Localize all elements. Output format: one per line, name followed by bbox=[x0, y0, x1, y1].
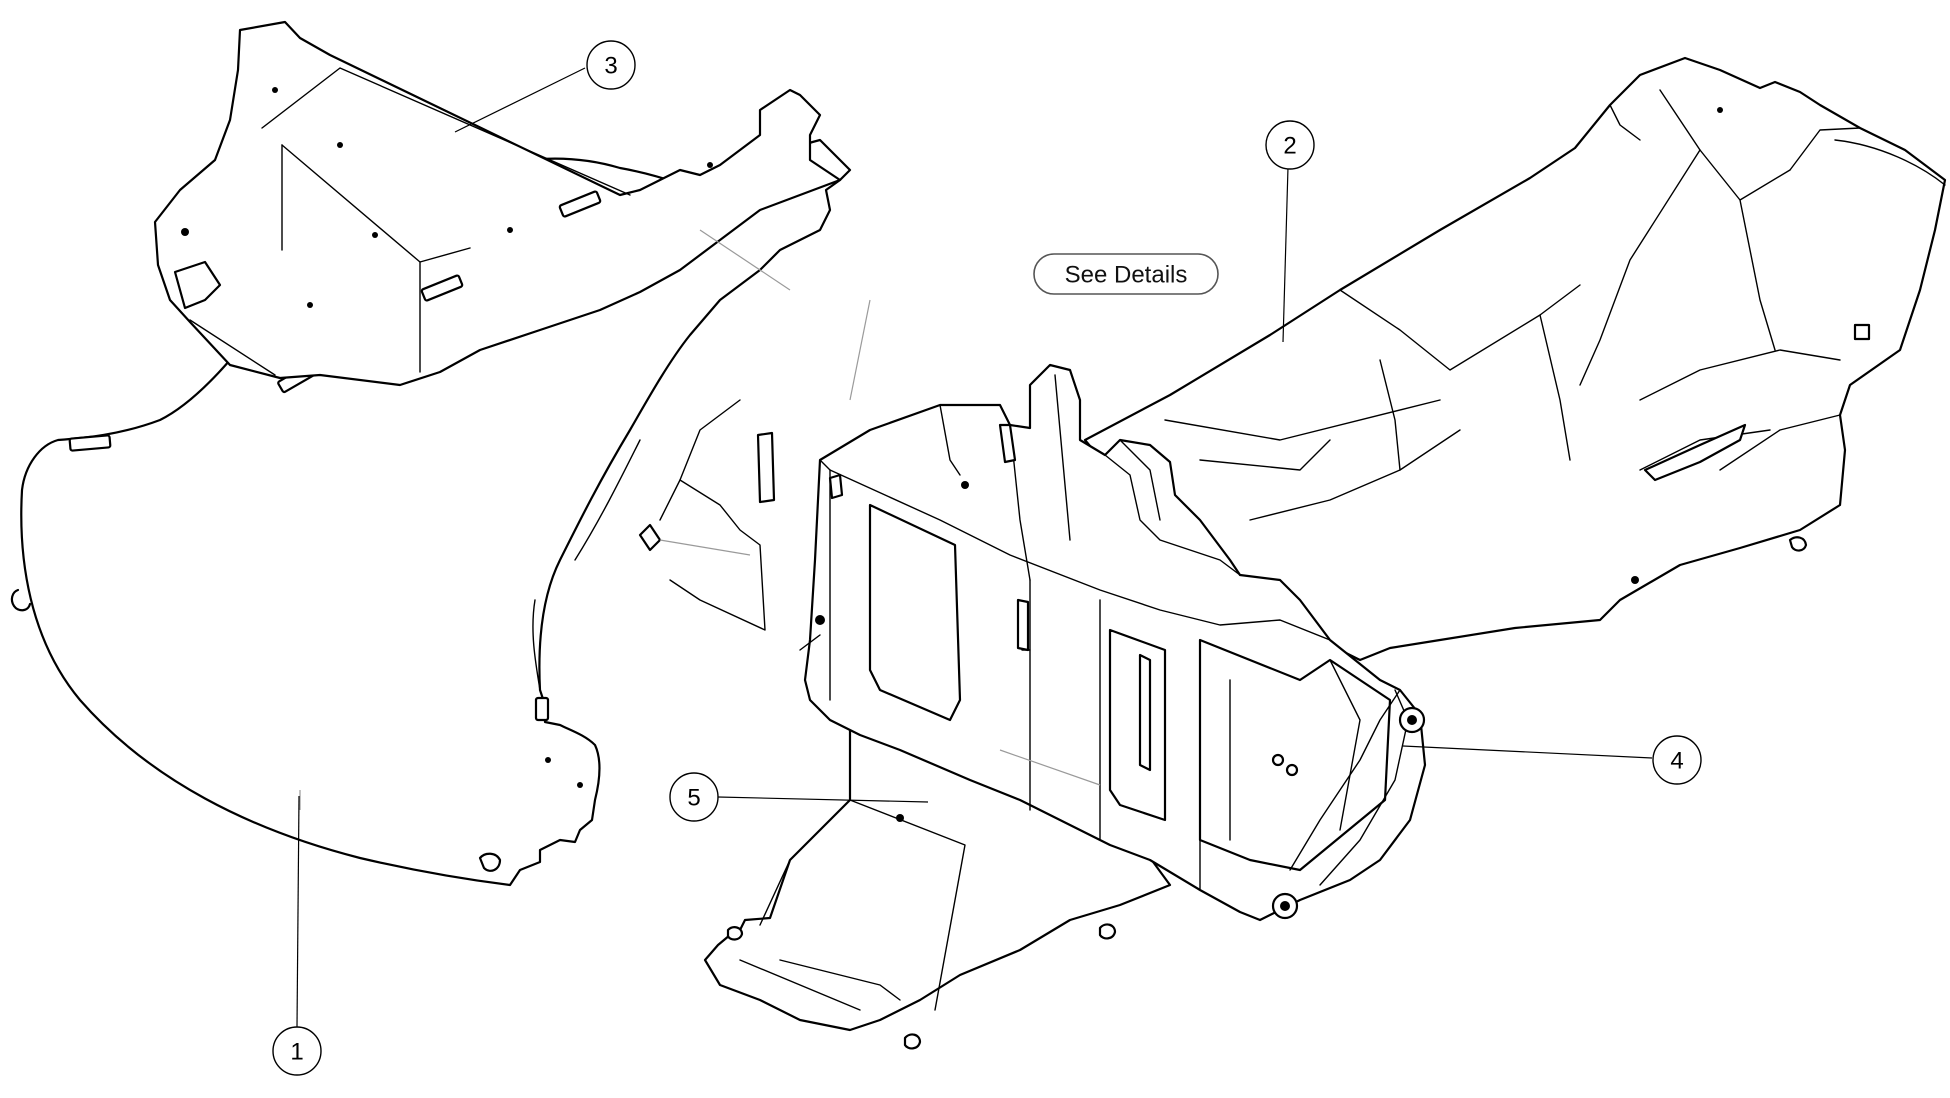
callout-4-label: 4 bbox=[1670, 748, 1683, 775]
part-4-center-frame bbox=[638, 229, 1427, 922]
callout-5[interactable]: 5 bbox=[669, 772, 719, 822]
callout-4[interactable]: 4 bbox=[1652, 735, 1702, 785]
see-details-label: See Details bbox=[1065, 262, 1188, 289]
callout-2-label: 2 bbox=[1283, 133, 1296, 160]
callout-3[interactable]: 3 bbox=[586, 40, 636, 90]
see-details-button[interactable]: See Details bbox=[1033, 253, 1219, 295]
callout-leaders bbox=[296, 67, 1653, 1028]
callout-2[interactable]: 2 bbox=[1265, 120, 1315, 170]
callout-1-label: 1 bbox=[290, 1039, 303, 1066]
part-2-rear-frame bbox=[1083, 56, 1947, 662]
part-3-upper-panel bbox=[153, 20, 842, 387]
callout-3-label: 3 bbox=[604, 53, 617, 80]
callout-1[interactable]: 1 bbox=[272, 1026, 322, 1076]
callout-5-label: 5 bbox=[687, 785, 700, 812]
